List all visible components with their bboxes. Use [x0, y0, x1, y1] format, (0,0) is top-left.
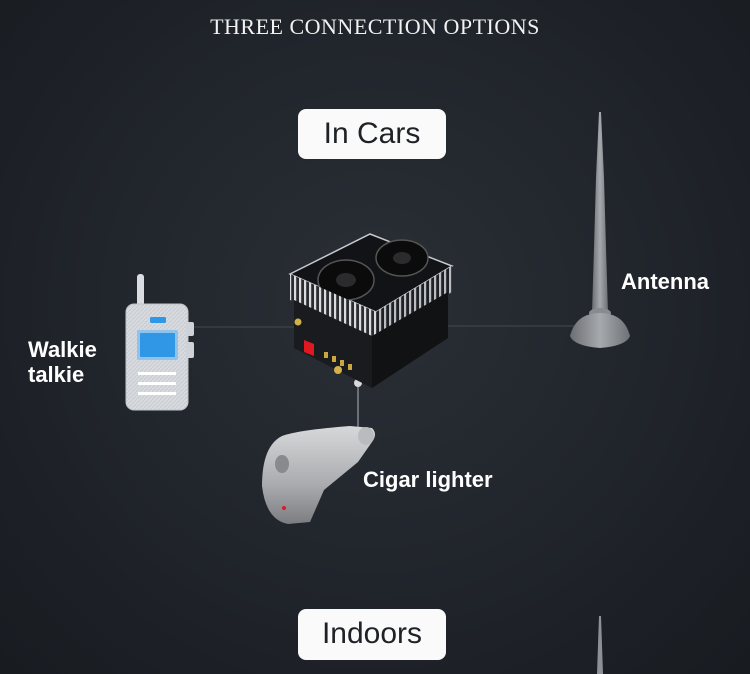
- section-label-in-cars: In Cars: [298, 109, 446, 159]
- walkie-talkie-icon: [125, 274, 194, 411]
- signal-booster-icon: [288, 233, 454, 388]
- walkie-talkie-label-line1: Walkie: [28, 337, 97, 362]
- walkie-talkie-label-line2: talkie: [28, 362, 85, 387]
- antenna-label: Antenna: [621, 269, 709, 294]
- walkie-talkie-label: Walkie talkie: [28, 337, 97, 387]
- cigar-lighter-label: Cigar lighter: [363, 467, 493, 492]
- antenna-tip-icon: [597, 616, 603, 674]
- cigar-lighter-icon: [262, 426, 375, 524]
- page-title: THREE CONNECTION OPTIONS: [210, 14, 540, 39]
- antenna-icon: [570, 112, 630, 348]
- section-label-indoors: Indoors: [298, 609, 446, 660]
